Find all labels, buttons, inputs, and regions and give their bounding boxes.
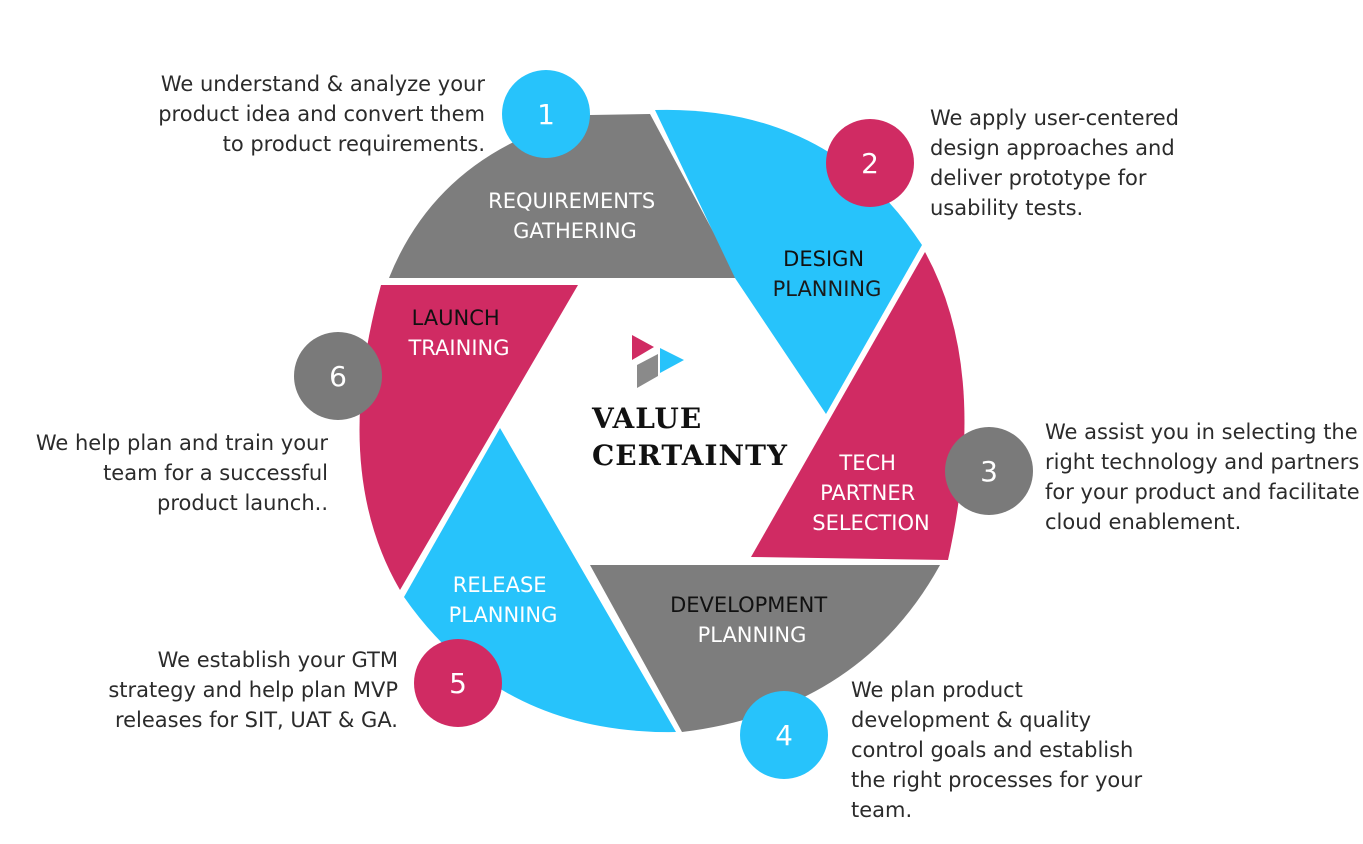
step-4-description: We plan product development & quality co…: [851, 678, 1143, 822]
step-badge-1: 1: [502, 70, 590, 158]
segment-label-release: RELEASE: [453, 573, 547, 597]
step-1-description: We understand & analyze your product ide…: [158, 72, 485, 156]
segment-label-tech: TECH: [838, 451, 896, 475]
segment-label-design-planning: PLANNING: [773, 277, 882, 301]
svg-text:LAUNCH TRAINING: LAUNCH TRAINING: [407, 306, 509, 360]
segment-tech-partner-selection: [751, 252, 965, 560]
segment-label-development-planning: PLANNING: [698, 623, 807, 647]
svg-text:DEVELOPMENT PLANNING: DEVELOPMENT PLANNING: [670, 593, 834, 647]
svg-text:TECH PARTNER SELECTION: TECH PARTNER SELECTION: [812, 451, 930, 535]
step-badge-2: 2: [826, 119, 914, 207]
step-badge-6: 6: [294, 332, 382, 420]
segment-label-release-planning: PLANNING: [449, 603, 558, 627]
svg-text:REQUIREMENTS GATHERING: REQUIREMENTS GATHERING: [488, 189, 662, 243]
step-number-5: 5: [449, 667, 467, 700]
segment-label-requirements: REQUIREMENTS: [488, 189, 655, 213]
step-badge-3: 3: [945, 427, 1033, 515]
step-number-4: 4: [775, 719, 793, 752]
play-arrows-logo-icon: [632, 335, 684, 388]
segment-label-design: DESIGN: [783, 247, 864, 271]
step-badge-4: 4: [740, 691, 828, 779]
segment-label-selection: SELECTION: [812, 511, 930, 535]
step-number-6: 6: [329, 360, 347, 393]
step-number-3: 3: [980, 455, 998, 488]
step-6-description: We help plan and train your team for a s…: [35, 431, 328, 515]
segment-label-partner: PARTNER: [820, 481, 915, 505]
segment-development-planning: [590, 565, 940, 732]
center-title-certainty: CERTAINTY: [592, 439, 788, 472]
segment-label-development: DEVELOPMENT: [670, 593, 827, 617]
svg-text:VALUE CERTAINTY: VALUE CERTAINTY: [591, 402, 788, 472]
step-5-description: We establish your GTM strategy and help …: [108, 648, 398, 732]
segment-label-launch: LAUNCH: [412, 306, 500, 330]
center-title-value: VALUE: [591, 402, 702, 435]
svg-text:DESIGN PLANNING: DESIGN PLANNING: [773, 247, 882, 301]
step-number-1: 1: [537, 98, 555, 131]
segment-launch-training: [359, 285, 578, 590]
svg-text:RELEASE PLANNING: RELEASE PLANNING: [449, 573, 558, 627]
segment-requirements-gathering: [389, 114, 738, 278]
step-number-2: 2: [861, 147, 879, 180]
step-2-description: We apply user-centered design approaches…: [930, 106, 1179, 220]
step-3-description: We assist you in selecting the right tec…: [1045, 420, 1360, 534]
step-badge-5: 5: [414, 639, 502, 727]
segment-label-gathering: GATHERING: [513, 219, 637, 243]
segment-label-training: TRAINING: [407, 336, 509, 360]
